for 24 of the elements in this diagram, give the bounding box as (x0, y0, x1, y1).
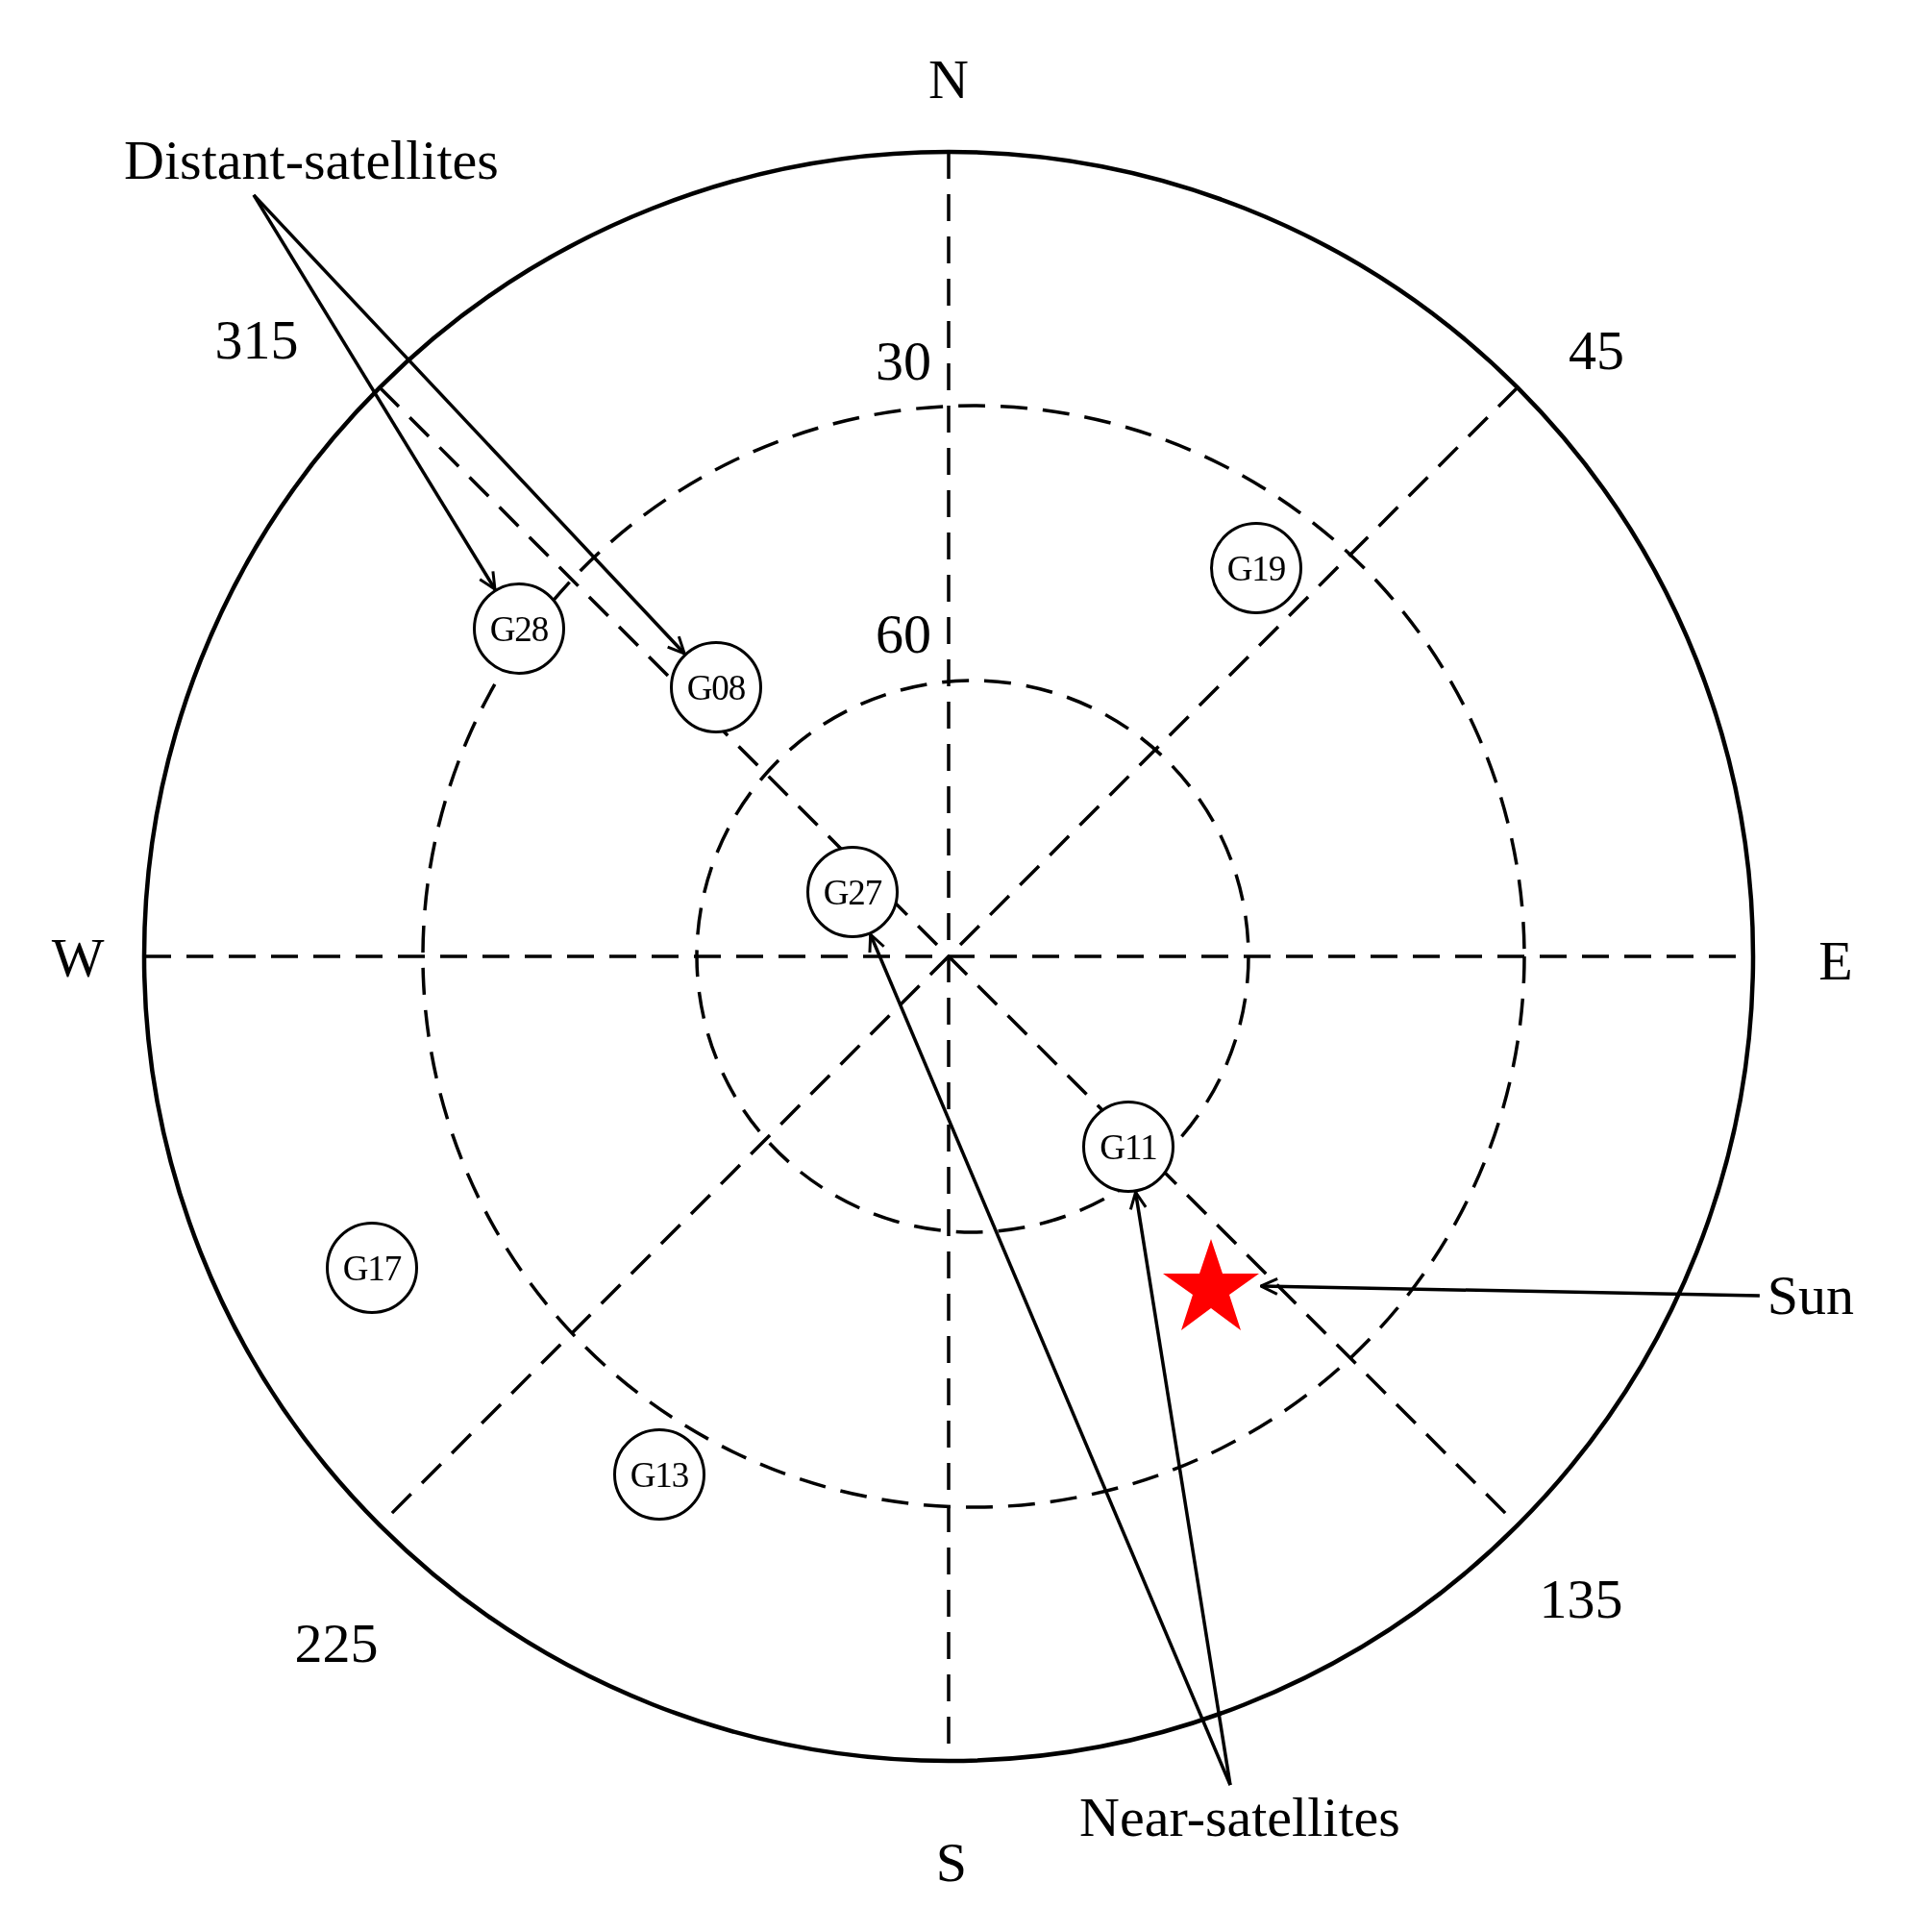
arrow (252, 193, 686, 656)
satellite-circle: G11 (1082, 1101, 1174, 1193)
direction-label: W (51, 930, 105, 986)
satellite-circle: G17 (326, 1222, 418, 1314)
callout-label: Near-satellites (1079, 1787, 1400, 1848)
azimuth-label: 135 (1539, 1572, 1623, 1627)
direction-label: S (935, 1835, 968, 1891)
ring-label: 30 (876, 334, 931, 389)
arrow (868, 932, 1232, 1786)
satellite-circle: G19 (1210, 522, 1302, 614)
azimuth-label: 315 (214, 312, 299, 368)
satellite-circle: G27 (806, 846, 899, 938)
satellite-circle: G28 (473, 582, 565, 675)
direction-label: N (928, 52, 969, 108)
satellite-circle: G13 (613, 1428, 705, 1521)
azimuth-label: 225 (294, 1616, 379, 1672)
arrow (1128, 1190, 1232, 1786)
ring-label: 60 (876, 607, 931, 662)
arrow (1259, 1276, 1760, 1298)
direction-label: E (1818, 933, 1853, 989)
satellite-circle: G08 (670, 641, 762, 733)
azimuth-label: 45 (1569, 323, 1624, 379)
callout-label: Sun (1767, 1265, 1855, 1326)
callout-label: Distant-satellites (124, 130, 499, 191)
